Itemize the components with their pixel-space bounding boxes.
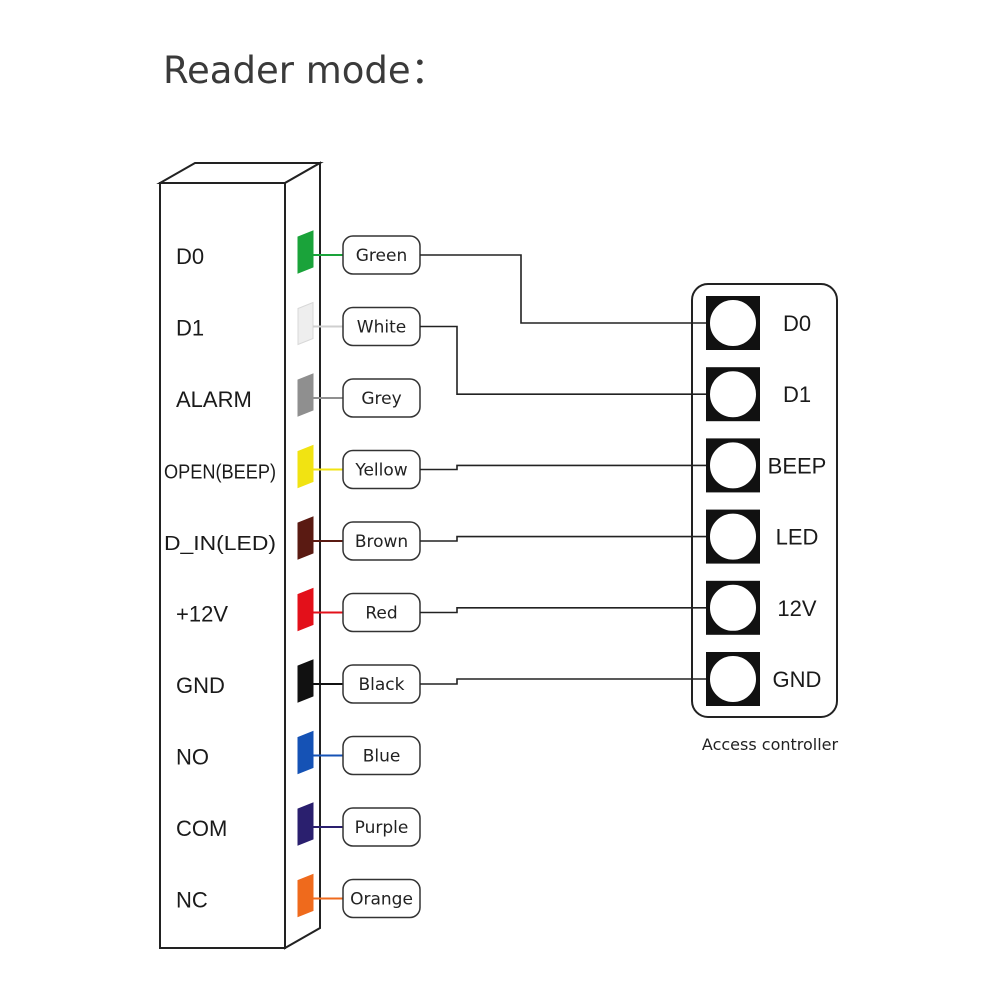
terminal-label-beep: BEEP [768, 453, 827, 478]
wire-tag-blue [342, 735, 421, 776]
diagram-title: Reader mode： [163, 49, 448, 92]
connection-brown-to-led [420, 535, 706, 542]
wire-tag-grey [342, 378, 421, 418]
controller-caption: Access controller [702, 735, 839, 754]
pin-label-com: COM [176, 816, 227, 841]
pin-color-12v [297, 587, 314, 632]
pin-label-d-in-led: D_IN(LED) [164, 533, 276, 555]
terminal-label-12v: 12V [777, 596, 816, 621]
connection-yellow-to-beep [420, 464, 706, 471]
pin-color-no [297, 730, 314, 775]
wire-name-blue: Blue [363, 747, 401, 767]
wire-name-purple: Purple [355, 818, 409, 838]
pin-label-no: NO [176, 745, 209, 770]
reader-front-face [159, 182, 286, 949]
terminal-label-d0: D0 [783, 311, 811, 336]
pin-color-open-beep [297, 444, 314, 489]
wire-name-black: Black [359, 675, 405, 695]
connection-black-to-gnd [420, 678, 706, 685]
wire-tag-orange [342, 878, 421, 919]
pin-label-d1: D1 [176, 316, 204, 341]
pin-label-nc: NC [176, 888, 208, 913]
pin-label-d0: D0 [176, 244, 204, 269]
pin-color-alarm [297, 373, 314, 417]
pin-label-12v: +12V [176, 602, 228, 627]
wire-list: GreenWhiteGreyYellowBrownRedBlackBluePur… [313, 235, 421, 919]
pin-color-gnd [297, 659, 314, 703]
wire-name-orange: Orange [350, 890, 413, 910]
wire-name-white: White [357, 318, 406, 338]
pin-color-d-in-led [297, 516, 314, 560]
terminal-screw-12v [709, 583, 757, 632]
terminal-screw-d1 [709, 370, 757, 419]
wire-name-red: Red [365, 604, 397, 624]
terminal-screw-beep [709, 441, 757, 490]
connection-white-to-d1 [420, 325, 706, 395]
wire-name-green: Green [356, 246, 407, 266]
terminal-label-gnd: GND [773, 667, 822, 692]
wire-name-yellow: Yellow [354, 461, 407, 481]
wire-name-grey: Grey [361, 389, 401, 409]
pin-color-d1 [297, 301, 314, 346]
terminal-label-d1: D1 [783, 382, 811, 407]
pin-color-nc [297, 873, 314, 918]
wire-name-brown: Brown [355, 532, 408, 552]
terminal-screw-d0 [709, 299, 757, 347]
connection-red-to-12v [420, 607, 706, 614]
connection-green-to-d0 [420, 254, 706, 324]
pin-color-com [297, 802, 314, 846]
pin-label-gnd: GND [176, 673, 225, 698]
terminal-label-led: LED [776, 525, 819, 550]
connection-lines [420, 254, 706, 685]
terminal-screw-led [709, 512, 757, 561]
pin-color-d0 [297, 230, 314, 274]
pin-label-alarm: ALARM [176, 387, 252, 412]
terminal-screw-gnd [709, 655, 757, 703]
pin-label-open-beep: OPEN(BEEP) [164, 462, 276, 484]
wire-tag-purple [342, 807, 421, 847]
